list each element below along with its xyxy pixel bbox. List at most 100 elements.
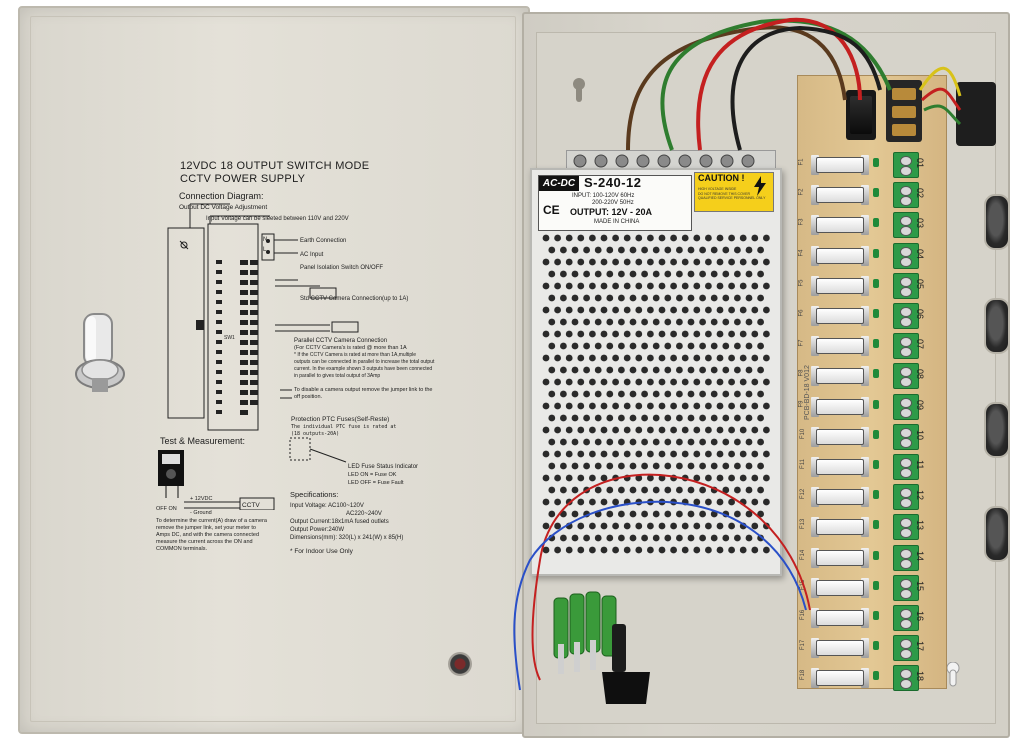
output-terminal[interactable] — [893, 303, 919, 329]
vent-hole — [710, 366, 718, 374]
terminal-screw[interactable] — [900, 397, 912, 408]
output-terminal[interactable] — [893, 212, 919, 239]
vent-hole — [548, 270, 556, 278]
terminal-screw[interactable] — [900, 337, 912, 348]
glass-fuse[interactable] — [816, 157, 864, 173]
output-terminal[interactable] — [893, 544, 919, 571]
output-terminal[interactable] — [893, 182, 919, 209]
vent-hole — [623, 378, 631, 386]
glass-fuse[interactable] — [816, 217, 864, 234]
spec-dims: Dimensions(mm): 320(L) x 241(W) x 85(H) — [290, 535, 404, 541]
terminal-screw[interactable] — [900, 246, 912, 257]
iec-power-socket[interactable] — [956, 82, 996, 146]
terminal-screw[interactable] — [900, 588, 912, 599]
glass-fuse[interactable] — [816, 338, 864, 355]
terminal-screw[interactable] — [900, 437, 912, 448]
glass-fuse[interactable] — [816, 610, 864, 626]
vent-hole — [565, 426, 573, 434]
vent-hole — [635, 546, 643, 554]
vent-hole — [594, 246, 602, 254]
terminal-screw[interactable] — [900, 639, 912, 650]
terminal-screw[interactable] — [900, 679, 912, 690]
terminal-screw[interactable] — [900, 186, 912, 197]
output-terminal[interactable] — [893, 574, 919, 601]
terminal-screw[interactable] — [900, 458, 912, 468]
terminal-screw[interactable] — [900, 347, 912, 358]
vent-hole — [728, 546, 735, 554]
ac-input-text: AC Input — [300, 252, 324, 258]
vent-hole — [548, 366, 556, 374]
output-terminal[interactable] — [893, 272, 919, 299]
glass-fuse[interactable] — [816, 670, 864, 687]
terminal-screw[interactable] — [900, 528, 912, 539]
terminal-screw[interactable] — [900, 498, 912, 509]
terminal-screw[interactable] — [900, 649, 912, 660]
terminal-screw[interactable] — [900, 256, 912, 267]
terminal-screw[interactable] — [900, 548, 912, 559]
vent-hole — [548, 246, 556, 254]
vent-hole — [751, 330, 759, 338]
vent-hole — [722, 414, 730, 422]
terminal-screw[interactable] — [900, 669, 912, 680]
glass-fuse[interactable] — [816, 187, 864, 204]
glass-fuse[interactable] — [816, 549, 864, 566]
terminal-screw[interactable] — [900, 367, 912, 378]
vent-hole — [600, 522, 608, 530]
output-terminal[interactable] — [893, 514, 919, 541]
glass-fuse[interactable] — [816, 459, 864, 475]
vent-hole — [658, 402, 666, 410]
output-terminal[interactable] — [893, 363, 919, 390]
glass-fuse[interactable] — [816, 308, 864, 324]
terminal-screw[interactable] — [900, 307, 912, 317]
vent-hole — [606, 534, 614, 542]
terminal-screw[interactable] — [900, 518, 912, 529]
lock-icon[interactable] — [70, 308, 130, 393]
terminal-screw[interactable] — [900, 156, 912, 166]
terminal-screw[interactable] — [900, 196, 912, 207]
plus-12v-text: + 12VDC — [190, 496, 213, 502]
terminal-screw[interactable] — [900, 226, 912, 237]
glass-fuse[interactable] — [816, 277, 864, 294]
glass-fuse[interactable] — [816, 398, 864, 415]
terminal-screw[interactable] — [900, 488, 912, 499]
output-terminal[interactable] — [893, 635, 919, 662]
ce-mark: CE — [543, 203, 560, 217]
glass-fuse[interactable] — [816, 247, 864, 264]
vent-hole — [635, 426, 643, 434]
output-terminal[interactable] — [893, 152, 919, 178]
terminal-screw[interactable] — [900, 407, 912, 418]
vent-hole — [618, 366, 625, 374]
output-terminal[interactable] — [893, 454, 919, 480]
glass-fuse[interactable] — [816, 519, 864, 536]
terminal-screw[interactable] — [900, 317, 912, 327]
terminal-screw[interactable] — [900, 377, 912, 388]
output-terminal[interactable] — [893, 423, 919, 450]
terminal-screw[interactable] — [900, 166, 912, 176]
output-terminal[interactable] — [893, 484, 919, 511]
terminal-screw[interactable] — [900, 276, 912, 287]
glass-fuse[interactable] — [816, 428, 864, 445]
vent-hole — [705, 402, 712, 410]
terminal-screw[interactable] — [900, 427, 912, 438]
vent-hole — [623, 402, 631, 410]
terminal-screw[interactable] — [900, 286, 912, 297]
glass-fuse[interactable] — [816, 489, 864, 506]
terminal-screw[interactable] — [900, 558, 912, 569]
terminal-screw[interactable] — [900, 216, 912, 227]
vent-hole — [739, 258, 747, 266]
terminal-screw[interactable] — [900, 468, 912, 478]
terminal-screw[interactable] — [900, 619, 912, 629]
glass-fuse[interactable] — [816, 640, 864, 657]
output-terminal[interactable] — [893, 333, 919, 360]
glass-fuse[interactable] — [816, 368, 864, 385]
vent-hole — [542, 498, 550, 506]
terminal-screw[interactable] — [900, 578, 912, 589]
glass-fuse[interactable] — [816, 579, 864, 596]
output-terminal[interactable] — [893, 665, 919, 692]
terminal-screw[interactable] — [900, 609, 912, 619]
output-terminal[interactable] — [893, 242, 919, 269]
output-terminal[interactable] — [893, 393, 919, 420]
output-terminal[interactable] — [893, 605, 919, 631]
switch-icon[interactable] — [850, 96, 872, 134]
